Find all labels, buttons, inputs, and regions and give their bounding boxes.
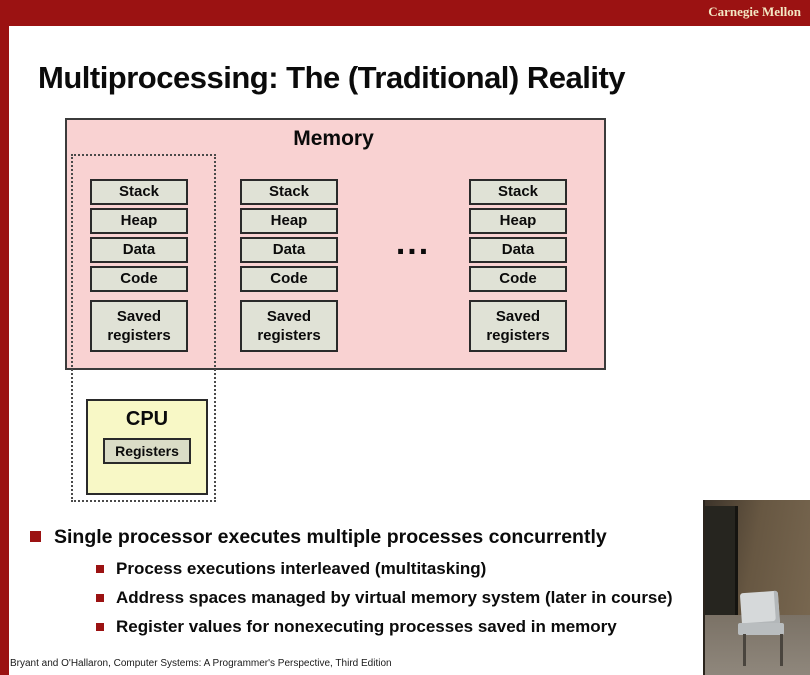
segment-stack: Stack	[469, 179, 567, 205]
segment-data: Data	[240, 237, 338, 263]
bullet-main-text: Single processor executes multiple proce…	[54, 526, 607, 548]
active-process-dotted-frame	[71, 154, 216, 502]
bullet-square-icon	[96, 565, 104, 573]
segment-data: Data	[469, 237, 567, 263]
bullet-sub-row: Process executions interleaved (multitas…	[96, 558, 486, 580]
more-processes-ellipsis: ...	[395, 224, 431, 262]
saved-registers-box: Saved registers	[90, 300, 188, 352]
segment-heap: Heap	[240, 208, 338, 234]
webcam-overlay	[703, 500, 810, 675]
left-accent-stripe	[0, 26, 9, 675]
process-column-3: Stack Heap Data Code Saved registers	[469, 179, 567, 352]
process-column-2: Stack Heap Data Code Saved registers	[240, 179, 338, 352]
memory-label: Memory	[293, 127, 374, 150]
chair-back	[739, 590, 781, 628]
saved-registers-box: Saved registers	[240, 300, 338, 352]
page-title: Multiprocessing: The (Traditional) Reali…	[38, 60, 626, 95]
saved-registers-box: Saved registers	[469, 300, 567, 352]
segment-stack: Stack	[240, 179, 338, 205]
segment-code: Code	[469, 266, 567, 292]
segment-heap: Heap	[469, 208, 567, 234]
chair-legs	[743, 634, 783, 666]
bullet-sub-row: Register values for nonexecuting process…	[96, 616, 617, 638]
chair-seat	[738, 623, 784, 635]
registers-box: Registers	[103, 438, 191, 464]
segment-stack: Stack	[90, 179, 188, 205]
bullet-main-row: Single processor executes multiple proce…	[30, 525, 607, 549]
brand-bar	[0, 0, 810, 26]
attribution-footer: Bryant and O'Hallaron, Computer Systems:…	[10, 658, 392, 669]
bullet-square-icon	[96, 594, 104, 602]
bullet-square-icon	[30, 531, 41, 542]
cpu-label: CPU	[125, 408, 169, 430]
chalkboard	[705, 506, 738, 636]
bullet-sub-text: Process executions interleaved (multitas…	[116, 559, 487, 578]
bullet-square-icon	[96, 623, 104, 631]
brand-text: Carnegie Mellon	[708, 4, 801, 19]
segment-code: Code	[90, 266, 188, 292]
bullet-sub-text: Register values for nonexecuting process…	[116, 617, 617, 636]
cpu-box: CPU Registers	[86, 399, 208, 495]
segment-heap: Heap	[90, 208, 188, 234]
bullet-sub-text: Address spaces managed by virtual memory…	[116, 588, 673, 607]
segment-code: Code	[240, 266, 338, 292]
process-column-1: Stack Heap Data Code Saved registers	[90, 179, 188, 352]
segment-data: Data	[90, 237, 188, 263]
bullet-sub-row: Address spaces managed by virtual memory…	[96, 587, 673, 609]
